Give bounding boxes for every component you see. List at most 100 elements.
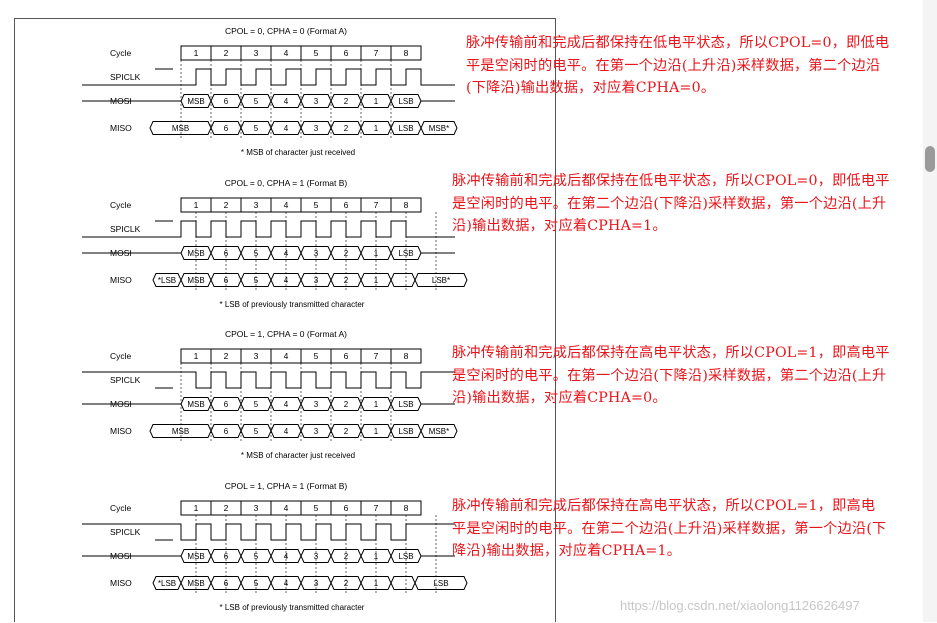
panel-1-miso-bit-label: 1 — [374, 124, 379, 133]
panel-4-mosi-bit — [210, 549, 242, 563]
panel-1-cycle-label: 4 — [284, 48, 289, 58]
panel-3-mosi-bit — [240, 397, 272, 411]
panel-2-spiclk-waveform — [82, 220, 455, 238]
panel-2-mosi-bit — [390, 246, 422, 260]
panel-2-cycle-label: 5 — [314, 200, 319, 210]
panel-4-footnote: * LSB of previously transmitted characte… — [220, 603, 365, 612]
panel-3-spiclk-waveform — [82, 371, 455, 389]
panel-2-cycle-label: 8 — [404, 200, 409, 210]
panel-2-miso-bit-label: LSB* — [432, 276, 450, 285]
panel-1-mosi-bit — [270, 94, 302, 108]
panel-3-miso-bit-label: 3 — [314, 427, 319, 436]
scrollbar-thumb[interactable] — [925, 146, 935, 172]
panel-4-miso-bit — [414, 576, 468, 590]
panel-1-mosi-bit-label: 1 — [374, 97, 379, 106]
panel-3-cycle-label: 7 — [374, 351, 379, 361]
panel-2-mosi-bit-label: 1 — [374, 249, 379, 258]
panel-1-cycle-label: 3 — [254, 48, 259, 58]
panel-3-miso-bit-label: 4 — [284, 427, 289, 436]
panel-1-miso-bit — [390, 121, 422, 135]
panel-3-miso-bit-label: MSB — [172, 427, 189, 436]
panel-4-cycle-label: 6 — [344, 503, 349, 513]
panel-2-footnote: * LSB of previously transmitted characte… — [220, 300, 365, 309]
panel-4-cycle-label: 1 — [194, 503, 199, 513]
panel-4-miso-bit-label: 6 — [224, 579, 229, 588]
panel-4-miso-bit — [240, 576, 272, 590]
panel-1-footnote: * MSB of character just received — [241, 148, 355, 157]
panel-4-miso-bit — [330, 576, 362, 590]
panel-2-miso-bit — [180, 273, 212, 287]
panel-2-miso-bit — [330, 273, 362, 287]
panel-3-mosi-bit-label: 5 — [254, 400, 259, 409]
panel-2-miso-bit — [240, 273, 272, 287]
panel-1-miso-bit — [149, 121, 212, 135]
panel-1-miso-bit-label: LSB — [398, 124, 413, 133]
panel-2-cycle-label: 1 — [194, 200, 199, 210]
panel-2-mosi-bit — [240, 246, 272, 260]
panel-4-cycle-label: 3 — [254, 503, 259, 513]
panel-3-mosi-bit — [300, 397, 332, 411]
panel-4-miso-bit-label: 4 — [284, 579, 289, 588]
panel-4-row-label-miso: MISO — [110, 578, 132, 588]
panel-3-mosi-bit-label: 4 — [284, 400, 289, 409]
panel-3-miso-bit — [149, 424, 212, 438]
panel-2-miso-bit — [270, 273, 302, 287]
panel-3-miso-bit — [390, 424, 422, 438]
panel-4-mosi-bit-label: MSB — [187, 552, 204, 561]
panel-2-miso-bit-label: 5 — [254, 276, 259, 285]
panel-1-spiclk-waveform — [82, 68, 455, 86]
panel-3-miso-bit-label: 1 — [374, 427, 379, 436]
panel-4-mosi-bit-label: 3 — [314, 552, 319, 561]
panel-4-miso-bit-label: 3 — [314, 579, 319, 588]
panel-1-cycle-label: 7 — [374, 48, 379, 58]
panel-1-miso-bit — [300, 121, 332, 135]
panel-3-mosi-bit — [330, 397, 362, 411]
panel-1-mosi-bit-label: 6 — [224, 97, 229, 106]
panel-2-row-label-spiclk: SPICLK — [110, 224, 141, 234]
panel-2-cycle-label: 3 — [254, 200, 259, 210]
panel-3-cycle-box — [390, 348, 422, 364]
panel-4-mosi-bit — [300, 549, 332, 563]
scrollbar[interactable] — [923, 0, 937, 622]
panel-2-title: CPOL = 0, CPHA = 1 (Format B) — [225, 178, 348, 188]
panel-4-mosi-bit-label: LSB — [398, 552, 413, 561]
panel-1-miso-bit — [270, 121, 302, 135]
panel-3-footnote: * MSB of character just received — [241, 451, 355, 460]
panel-2-row-label-cycle: Cycle — [110, 200, 132, 210]
panel-1-cycle-label: 1 — [194, 48, 199, 58]
panel-2-row-label-miso: MISO — [110, 275, 132, 285]
panel-2-miso-bit — [300, 273, 332, 287]
panel-1-miso-bit — [330, 121, 362, 135]
panel-3-mosi-bit-label: 6 — [224, 400, 229, 409]
panel-2-miso-bit — [210, 273, 242, 287]
panel-1-miso-bit-label: 2 — [344, 124, 349, 133]
panel-3-row-label-miso: MISO — [110, 426, 132, 436]
panel-2-miso-bit-tail — [390, 273, 416, 287]
panel-3-row-label-cycle: Cycle — [110, 351, 132, 361]
panel-1-mosi-bit — [390, 94, 422, 108]
panel-1-row-label-miso: MISO — [110, 123, 132, 133]
panel-1-mosi-bit — [360, 94, 392, 108]
panel-3-cycle-label: 3 — [254, 351, 259, 361]
panel-1-mosi-bit-label: 5 — [254, 97, 259, 106]
panel-1-mosi-bit — [300, 94, 332, 108]
panel-1-cycle-label: 5 — [314, 48, 319, 58]
panel-3-cycle-label: 5 — [314, 351, 319, 361]
panel-2-mosi-bit — [270, 246, 302, 260]
panel-3-mosi-bit-label: MSB — [187, 400, 204, 409]
panel-1-row-label-cycle: Cycle — [110, 48, 132, 58]
panel-3-mosi-bit — [180, 397, 212, 411]
panel-2-miso-bit-label: 4 — [284, 276, 289, 285]
panel-2-cycle-label: 7 — [374, 200, 379, 210]
panel-4-spiclk-waveform — [82, 523, 455, 541]
panel-4-miso-bit-label: *LSB — [158, 579, 176, 588]
panel-2-mosi-bit-label: LSB — [398, 249, 413, 258]
panel-1-miso-bit — [210, 121, 242, 135]
panel-4-cycle-label: 7 — [374, 503, 379, 513]
panel-4-miso-bit — [270, 576, 302, 590]
panel-2-miso-bit-label: *LSB — [158, 276, 176, 285]
panel-1-cycle-label: 2 — [224, 48, 229, 58]
panel-1-mosi-bit — [240, 94, 272, 108]
note-format-a-cpol1: 脉冲传输前和完成后都保持在高电平状态，所以CPOL=1，即高电平是空闲时的电平。… — [452, 345, 890, 406]
